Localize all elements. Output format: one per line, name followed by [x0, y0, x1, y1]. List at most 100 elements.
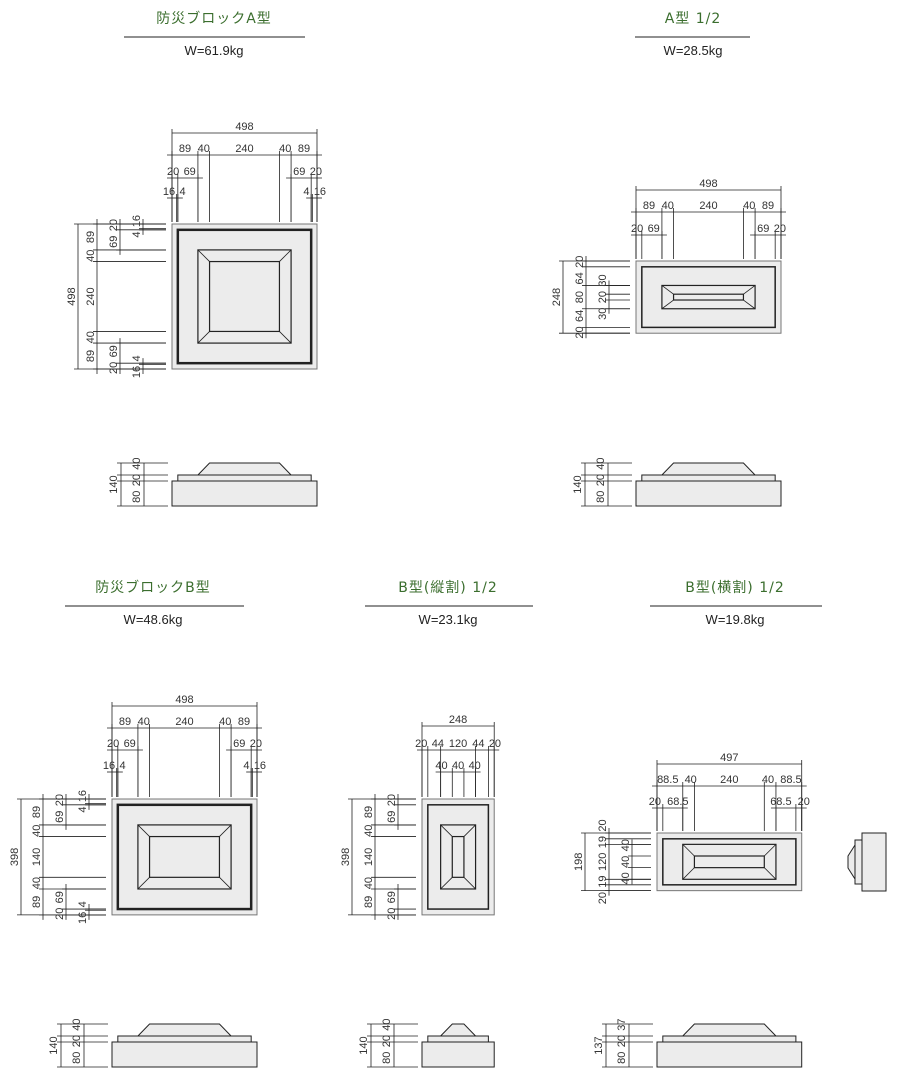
pyramid-edge	[219, 877, 232, 890]
side-pyramid	[196, 462, 293, 476]
pyramid-edge	[661, 299, 674, 310]
dimension-label: 40	[363, 877, 375, 889]
dimension-label: 64	[574, 272, 586, 284]
dimension-label: 20	[574, 256, 586, 268]
dimension-label: 20	[631, 223, 643, 235]
dimension-label: 498	[235, 121, 253, 133]
dimension-label: 88.5	[780, 774, 801, 786]
dimension-label: 20	[798, 796, 810, 808]
dimension-label: 44	[472, 738, 484, 750]
dimension-label: 20	[54, 794, 66, 806]
side-dimension-label: 40	[381, 1018, 393, 1030]
dimension-label: 20	[310, 166, 322, 178]
dimension-label: 398	[9, 848, 21, 866]
plan-view	[111, 798, 258, 916]
dimension-label: 40	[743, 200, 755, 212]
dimension-label: 69	[108, 345, 120, 357]
pyramid-base	[682, 843, 777, 880]
dimension-label: 20	[489, 738, 501, 750]
dimension-label: 88.5	[657, 774, 678, 786]
pyramid-edge	[661, 285, 674, 295]
dimension-label: 16	[131, 215, 143, 227]
inner-border	[427, 804, 490, 910]
dimension-label: 40	[31, 825, 43, 837]
dimension-label: 89	[31, 806, 43, 818]
dimension-label: 40	[31, 877, 43, 889]
dimension-label: 69	[648, 223, 660, 235]
dimension-label: 16	[77, 912, 89, 924]
side-dimension-label: 80	[595, 491, 607, 503]
dimension-label: 248	[551, 288, 563, 306]
pyramid-base	[440, 824, 477, 890]
pyramid-top	[451, 835, 465, 878]
inner-border	[116, 803, 253, 911]
side-pyramid	[660, 462, 757, 476]
dimension-label: 240	[720, 774, 738, 786]
side-plate	[427, 1035, 489, 1043]
block-outline	[635, 260, 782, 334]
weight-label: W=23.1kg	[419, 612, 478, 627]
panel-title: 防災ブロックB型	[95, 579, 211, 596]
dimension-label: 89	[298, 143, 310, 155]
inner-border	[662, 838, 797, 886]
block-outline	[421, 798, 495, 916]
side-pyramid	[439, 1023, 477, 1037]
block-outline	[111, 798, 258, 916]
weight-label: W=19.8kg	[706, 612, 765, 627]
pyramid-edge	[279, 331, 292, 344]
dimension-label: 4	[77, 901, 89, 907]
pyramid-edge	[137, 877, 150, 890]
pyramid-edge	[440, 877, 453, 890]
side-dimension-label: 37	[616, 1018, 628, 1030]
dimension-label: 4	[119, 760, 125, 772]
pyramid-base	[661, 284, 756, 310]
dimension-label: 30	[597, 308, 609, 320]
side-dimension-label: 140	[358, 1036, 370, 1054]
side-dimension-label: 40	[595, 457, 607, 469]
dimension-label: 16	[103, 760, 115, 772]
dimension-label: 20	[250, 738, 262, 750]
dimension-label: 69	[124, 738, 136, 750]
plan-view	[171, 223, 318, 370]
dimension-label: 240	[235, 143, 253, 155]
panel-title: B型(横割) 1/2	[685, 579, 785, 596]
dimension-label: 20	[54, 908, 66, 920]
dimension-label: 40	[620, 872, 632, 884]
side-plate	[641, 474, 776, 482]
dimension-label: 89	[762, 200, 774, 212]
pyramid-edge	[279, 249, 292, 262]
dimension-label: 44	[432, 738, 444, 750]
side-dimension-label: 40	[131, 457, 143, 469]
dimension-label: 40	[85, 250, 97, 262]
pyramid-edge	[219, 824, 232, 837]
pyramid-edge	[682, 844, 695, 857]
side-plate	[662, 1035, 797, 1043]
dimension-label: 20	[386, 908, 398, 920]
dimension-label: 64	[574, 310, 586, 322]
side-pyramid	[681, 1023, 778, 1037]
dimension-label: 20	[415, 738, 427, 750]
dimension-label: 40	[662, 200, 674, 212]
side-dimension-label: 80	[381, 1052, 393, 1064]
dimension-label: 4	[77, 806, 89, 812]
dimension-label: 69	[757, 223, 769, 235]
dimension-label: 40	[452, 760, 464, 772]
dimension-label: 40	[138, 716, 150, 728]
side-dimension-label: 140	[48, 1036, 60, 1054]
pyramid-edge	[197, 331, 210, 344]
pyramid-edge	[764, 867, 777, 880]
dimension-label: 40	[469, 760, 481, 772]
pyramid-edge	[137, 824, 150, 837]
side-dimension-label: 80	[71, 1052, 83, 1064]
dimension-label: 240	[85, 287, 97, 305]
dimension-label: 497	[720, 752, 738, 764]
side-dimension-label: 20	[616, 1035, 628, 1047]
dimension-label: 89	[85, 231, 97, 243]
